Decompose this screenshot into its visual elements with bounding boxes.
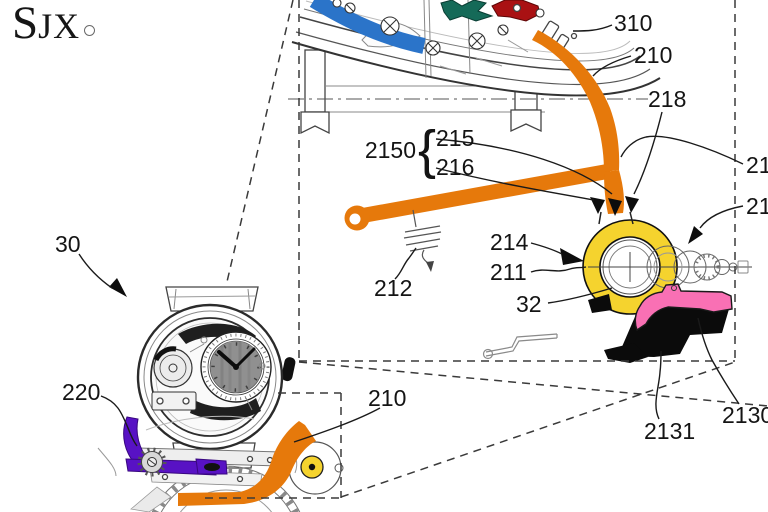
subdial-hour-hand [217,350,238,369]
ref-label-218: 218 [648,86,686,112]
leader-21-upper [620,135,744,165]
watch-strap-top [165,286,259,312]
ref-label-2130: 2130 [722,402,768,428]
movement-screws [332,0,545,56]
stand-right-foot [510,109,542,133]
ref-label-215: 215 [436,125,474,151]
watch-subdial [200,331,272,403]
skeleton-bridge-top [178,323,256,347]
wristwatch-drawing [136,286,296,469]
balance-wheel-detail [582,170,752,315]
skeleton-bridge-bottom [190,398,261,421]
leader-2131 [655,350,662,420]
orange-lever-small [178,421,316,506]
ref-label-216: 216 [436,154,474,180]
brace-2150: { [418,120,436,180]
arrow-218 [625,196,639,213]
keyless-works-drawing [97,415,344,512]
orange-detent-lever [344,30,620,231]
leader-lines [78,24,744,447]
ref-label-21-upper: 21 [746,152,768,178]
spring-symbol [403,209,442,272]
detent-long-arm [358,163,612,224]
logo-letter-s: S [12,0,39,49]
arrow-215 [608,198,622,216]
blue-arc-component [309,0,426,54]
ref-label-2131: 2131 [644,418,695,444]
gray-tail [130,486,172,512]
stand-left-foot [300,111,330,135]
projection-line-b [298,361,768,407]
leader-21-lower [699,205,744,229]
leader-210-top [592,55,632,77]
ref-label-21-lower: 21 [746,193,768,219]
leader-2130 [697,317,740,405]
logo-ring-icon [84,25,96,36]
leader-210-bottom [293,407,381,443]
spring-arrowhead [426,261,434,272]
ref-label-30: 30 [55,231,81,257]
projection-line-c [225,0,294,287]
leader-214 [530,242,563,255]
leader-212 [394,247,417,280]
ref-label-210-bottom: 210 [368,385,406,411]
reference-labels: 310 210 218 2150 { 215 216 212 214 211 3… [55,10,768,444]
leader-215 [435,138,613,195]
small-gear [137,447,167,477]
black-wedge [604,343,648,363]
watch-crown [281,357,296,382]
leader-310 [572,24,613,32]
ref-label-214: 214 [490,229,529,255]
leader-30 [78,253,113,289]
sjx-logo: SJX [12,0,96,49]
pointer-arrows [109,196,703,297]
detent-arm-hole [349,213,361,225]
leader-220 [100,395,138,447]
subdial-minute-hand [234,347,256,369]
black-tab [588,294,612,313]
ref-label-2150: 2150 [365,137,416,163]
leader-32 [547,287,613,304]
ref-label-212: 212 [374,275,412,301]
arrow-30 [109,278,127,297]
arrow-21-lower [688,226,703,244]
purple-bar-slot [204,463,220,471]
leader-211 [530,266,587,273]
skeleton-bracket [151,391,197,411]
arrow-214 [560,248,584,265]
arrow-216 [590,197,605,214]
ref-label-210-top: 210 [634,42,672,68]
pink-component [634,283,733,332]
ref-label-32: 32 [516,291,542,317]
leader-216 [435,167,595,201]
detail-view-dashed-lines [205,0,768,499]
gray-crank-lever [482,333,558,360]
ref-label-310: 310 [614,10,652,36]
ref-label-211: 211 [490,259,527,285]
detent-curved-arm [532,30,620,172]
teal-component [440,0,494,22]
logo-letters-jx: JX [38,6,81,46]
yellow-ring-component [582,219,678,315]
ref-label-220: 220 [62,379,100,405]
top-movement-drawing [291,0,661,97]
leader-218 [633,111,663,195]
